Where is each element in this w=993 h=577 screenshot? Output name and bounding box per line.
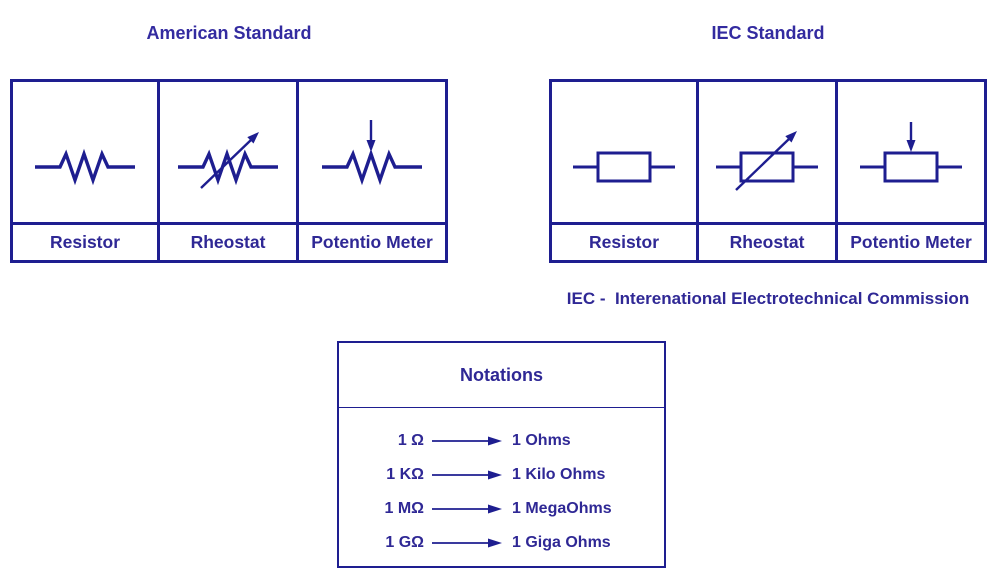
american-resistor-label: Resistor xyxy=(13,222,160,260)
notation-row-kilo-ohm: 1 KΩ 1 Kilo Ohms xyxy=(339,458,664,492)
american-potentiometer-cell xyxy=(299,82,445,222)
notations-title: Notations xyxy=(339,343,664,408)
right-arrow-icon xyxy=(432,504,502,514)
iec-resistor-label: Resistor xyxy=(552,222,699,260)
american-potentiometer-symbol-icon xyxy=(322,120,422,186)
notation-row-giga-ohm: 1 GΩ 1 Giga Ohms xyxy=(339,526,664,560)
notations-box: Notations 1 Ω 1 Ohms 1 KΩ 1 Kilo Ohms 1 … xyxy=(337,341,666,568)
right-arrow-icon xyxy=(432,436,502,446)
right-arrow-icon xyxy=(432,470,502,480)
notation-symbol: 1 Ω xyxy=(397,432,424,449)
american-resistor-cell xyxy=(13,82,160,222)
notation-row-mega-ohm: 1 MΩ 1 MegaOhms xyxy=(339,492,664,526)
american-potentiometer-label: Potentio Meter xyxy=(299,222,445,260)
notation-meaning: 1 MegaOhms xyxy=(512,500,612,517)
notation-row-ohm: 1 Ω 1 Ohms xyxy=(339,424,664,458)
american-rheostat-cell xyxy=(160,82,299,222)
iec-rheostat-label: Rheostat xyxy=(699,222,838,260)
iec-potentiometer-cell xyxy=(838,82,984,222)
notation-symbol: 1 KΩ xyxy=(386,466,424,483)
notations-body: 1 Ω 1 Ohms 1 KΩ 1 Kilo Ohms 1 MΩ 1 MegaO… xyxy=(339,408,664,560)
iec-rheostat-symbol-icon xyxy=(716,131,818,191)
iec-resistor-symbol-icon xyxy=(573,151,675,183)
iec-rheostat-cell xyxy=(699,82,838,222)
american-standard-table: Resistor Rheostat Potentio Meter xyxy=(10,79,448,263)
notation-symbol: 1 MΩ xyxy=(384,500,425,517)
iec-potentiometer-symbol-icon xyxy=(860,122,962,183)
notation-symbol: 1 GΩ xyxy=(385,534,424,551)
iec-caption: IEC - Interenational Electrotechnical Co… xyxy=(566,289,970,308)
american-resistor-symbol-icon xyxy=(35,148,135,186)
notation-meaning: 1 Ohms xyxy=(512,432,571,449)
american-rheostat-label: Rheostat xyxy=(160,222,299,260)
iec-standard-table: Resistor Rheostat Potentio Meter xyxy=(549,79,987,263)
right-arrow-icon xyxy=(432,538,502,548)
notation-meaning: 1 Kilo Ohms xyxy=(512,466,606,483)
american-standard-title: American Standard xyxy=(146,23,312,43)
notation-meaning: 1 Giga Ohms xyxy=(512,534,611,551)
american-rheostat-symbol-icon xyxy=(178,132,278,189)
iec-standard-title: IEC Standard xyxy=(711,23,825,43)
iec-potentiometer-label: Potentio Meter xyxy=(838,222,984,260)
iec-resistor-cell xyxy=(552,82,699,222)
